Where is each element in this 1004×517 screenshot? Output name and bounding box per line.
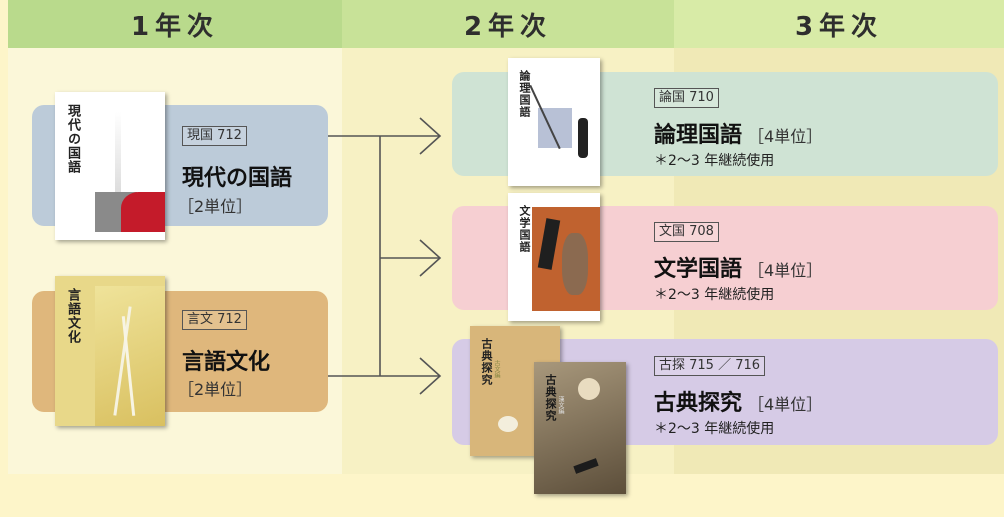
book-cover-gengo: 言語文化 — [55, 276, 165, 426]
cover-title: 言語文化 — [65, 288, 80, 344]
book-cover-koten-kanbun: 古典探究 漢文編 — [534, 362, 626, 494]
title-ronri: 論理国語［4単位］ — [654, 123, 823, 148]
book-cover-bungaku: 文学国語 — [508, 193, 600, 321]
unit-gengo: ［2単位］ — [178, 380, 253, 399]
header-year2: 2年次 — [342, 0, 674, 48]
title-gengo: 言語文化 — [182, 350, 271, 375]
title-bungaku: 文学国語［4単位］ — [654, 257, 823, 282]
code-ronri: 論国 710 — [654, 88, 719, 108]
note-ronri: ＊2〜3 年継続使用 — [654, 153, 775, 169]
book-cover-ronri: 論理国語 — [508, 58, 600, 186]
note-koten: ＊2〜3 年継続使用 — [654, 421, 775, 437]
cover-title: 現代の国語 — [65, 104, 80, 174]
code-bungaku: 文国 708 — [654, 222, 719, 242]
unit-bungaku: ［4単位］ — [748, 261, 823, 280]
book-cover-gendai: 現代の国語 — [55, 92, 165, 240]
code-koten: 古探 715 ／ 716 — [654, 356, 766, 376]
note-bungaku: ＊2〜3 年継続使用 — [654, 287, 775, 303]
cover-subtitle: 古文編 — [493, 360, 500, 378]
cover-title: 文学国語 — [518, 205, 531, 253]
cover-subtitle: 漢文編 — [557, 396, 564, 414]
cover-title: 古典探究 — [480, 338, 493, 386]
header-year1: 1年次 — [8, 0, 342, 48]
unit-koten: ［4単位］ — [748, 395, 823, 414]
title-koten: 古典探究［4単位］ — [654, 391, 823, 416]
code-gengo: 言文 712 — [182, 310, 247, 330]
title-gendai: 現代の国語 — [182, 166, 293, 191]
cover-title: 論理国語 — [518, 70, 531, 118]
cover-title: 古典探究 — [544, 374, 557, 422]
header-year3: 3年次 — [674, 0, 1004, 48]
unit-ronri: ［4単位］ — [748, 127, 823, 146]
code-gendai: 現国 712 — [182, 126, 247, 146]
unit-gendai: ［2単位］ — [178, 197, 253, 216]
